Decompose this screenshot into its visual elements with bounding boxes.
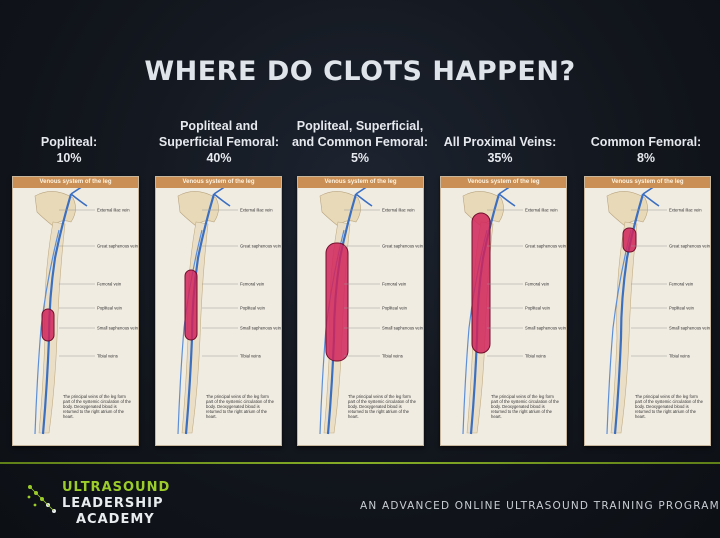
- leg-diagram-panel-5: Venous system of the leg External iliac …: [584, 176, 711, 446]
- annotation-label: Great saphenous vein: [669, 244, 710, 249]
- annotation-label: Great saphenous vein: [97, 244, 138, 249]
- superficial-vein: [606, 229, 632, 435]
- annotation-label: Popliteal vein: [669, 306, 695, 311]
- annotation-label: Tibial veins: [97, 354, 118, 359]
- panel-title: Venous system of the leg: [156, 177, 281, 188]
- panel-title: Venous system of the leg: [298, 177, 423, 188]
- panel-caption: The principal veins of the leg form part…: [635, 394, 703, 419]
- footer-divider: [0, 462, 720, 464]
- iliac-vein-branches: [642, 188, 660, 207]
- leg-diagram-panel-1: Venous system of the leg External iliac …: [12, 176, 139, 446]
- clot-highlight: [41, 308, 55, 342]
- leg-diagram-panel-3: Venous system of the leg External iliac …: [297, 176, 424, 446]
- panel-title: Venous system of the leg: [13, 177, 138, 188]
- leg-diagram-panel-2: Venous system of the leg External iliac …: [155, 176, 282, 446]
- footer-tagline: AN ADVANCED ONLINE ULTRASOUND TRAINING P…: [360, 500, 720, 512]
- annotation-label: Popliteal vein: [240, 306, 266, 311]
- iliac-vein-branches: [355, 188, 373, 207]
- academy-logo-text: ULTRASOUND LEADERSHIP ACADEMY: [62, 480, 170, 528]
- column-heading-line: 40%: [206, 151, 232, 165]
- column-heading-5: Common Femoral: 8%: [576, 134, 716, 166]
- annotation-label: Femoral vein: [97, 282, 122, 287]
- annotation-label: External iliac vein: [525, 208, 558, 213]
- column-heading-line: and Common Femoral:: [291, 135, 429, 149]
- superficial-vein: [177, 229, 203, 435]
- column-heading-line: Common Femoral:: [590, 135, 702, 149]
- annotation-label: External iliac vein: [669, 208, 702, 213]
- clot-highlight: [325, 242, 349, 362]
- annotation-label: Small saphenous vein: [382, 326, 423, 331]
- logo-line-ultrasound: ULTRASOUND: [62, 480, 171, 495]
- clot-highlight: [622, 227, 637, 253]
- annotation-label: Small saphenous vein: [669, 326, 710, 331]
- annotation-label: Femoral vein: [669, 282, 694, 287]
- annotation-label: Great saphenous vein: [240, 244, 281, 249]
- annotation-label: Femoral vein: [240, 282, 265, 287]
- logo-line-academy: ACADEMY: [76, 512, 155, 527]
- panel-caption: The principal veins of the leg form part…: [63, 394, 131, 419]
- panel-caption: The principal veins of the leg form part…: [491, 394, 559, 419]
- superficial-vein: [34, 229, 60, 435]
- annotation-label: Tibial veins: [525, 354, 546, 359]
- annotation-label: Great saphenous vein: [525, 244, 566, 249]
- panel-caption: The principal veins of the leg form part…: [348, 394, 416, 419]
- column-heading-line: Popliteal:: [40, 135, 98, 149]
- annotation-label: Small saphenous vein: [240, 326, 281, 331]
- annotation-label: Popliteal vein: [97, 306, 123, 311]
- column-heading-line: Popliteal, Superficial,: [296, 119, 424, 133]
- column-heading-line: Popliteal and: [180, 119, 258, 133]
- column-heading-2: Popliteal and Superficial Femoral: 40%: [149, 118, 289, 166]
- annotation-label: External iliac vein: [97, 208, 130, 213]
- column-heading-1: Popliteal: 10%: [0, 134, 139, 166]
- iliac-vein-branches: [498, 188, 516, 207]
- annotation-label: Great saphenous vein: [382, 244, 423, 249]
- deep-vein: [613, 193, 645, 435]
- column-heading-line: All Proximal Veins:: [443, 135, 557, 149]
- annotation-label: External iliac vein: [240, 208, 273, 213]
- column-heading-3: Popliteal, Superficial, and Common Femor…: [290, 118, 430, 166]
- deep-vein: [41, 193, 73, 435]
- annotation-label: Small saphenous vein: [97, 326, 138, 331]
- column-heading-line: 35%: [487, 151, 513, 165]
- annotation-label: Popliteal vein: [382, 306, 408, 311]
- annotation-label: Femoral vein: [525, 282, 550, 287]
- iliac-vein-branches: [70, 188, 88, 207]
- annotation-label: External iliac vein: [382, 208, 415, 213]
- column-heading-line: 8%: [636, 151, 656, 165]
- leg-diagram-panel-4: Venous system of the leg External iliac …: [440, 176, 567, 446]
- annotation-label: Popliteal vein: [525, 306, 551, 311]
- iliac-vein-branches: [213, 188, 231, 207]
- panel-title: Venous system of the leg: [441, 177, 566, 188]
- panel-title: Venous system of the leg: [585, 177, 710, 188]
- annotation-label: Tibial veins: [382, 354, 403, 359]
- column-heading-line: Superficial Femoral:: [158, 135, 280, 149]
- annotation-label: Tibial veins: [669, 354, 690, 359]
- column-heading-line: 5%: [350, 151, 370, 165]
- academy-logo-icon: [27, 485, 56, 513]
- clot-highlight: [184, 269, 198, 341]
- annotation-label: Small saphenous vein: [525, 326, 566, 331]
- column-heading-4: All Proximal Veins: 35%: [430, 134, 570, 166]
- leg-bone: [610, 221, 638, 434]
- logo-line-leadership: LEADERSHIP: [62, 496, 164, 511]
- annotation-label: Femoral vein: [382, 282, 407, 287]
- panel-caption: The principal veins of the leg form part…: [206, 394, 274, 419]
- annotation-label: Tibial veins: [240, 354, 261, 359]
- clot-highlight: [471, 212, 491, 354]
- slide-title: WHERE DO CLOTS HAPPEN?: [144, 56, 576, 87]
- column-heading-line: 10%: [56, 151, 82, 165]
